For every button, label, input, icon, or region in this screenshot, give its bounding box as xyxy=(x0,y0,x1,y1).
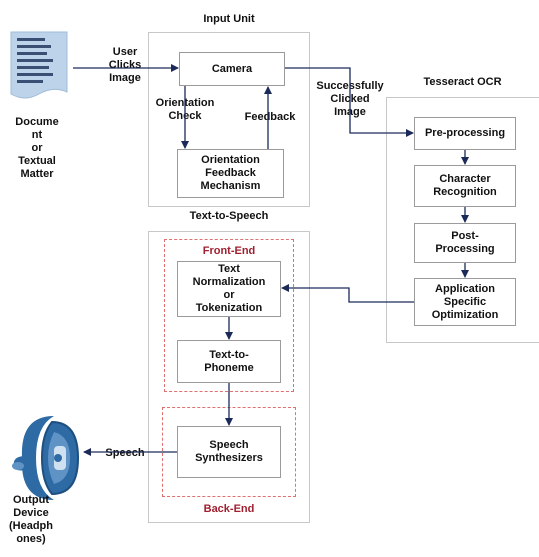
arrow-camera-to-ocr xyxy=(285,67,414,137)
speech-synthesizers-box: Speech Synthesizers xyxy=(177,426,281,478)
feedback-label: Feedback xyxy=(244,111,296,123)
camera-box: Camera xyxy=(179,52,285,86)
ocr-unit-title: Tesseract OCR xyxy=(423,76,502,88)
tts-unit-title: Text-to-Speech xyxy=(189,210,269,222)
speech-label: Speech xyxy=(105,447,145,459)
input-unit-title: Input Unit xyxy=(203,13,255,25)
application-optimization-box: Application Specific Optimization xyxy=(414,278,516,326)
headphones-icon xyxy=(6,412,82,504)
character-recognition-box: Character Recognition xyxy=(414,165,516,207)
output-device-label: Output Device (Headph ones) xyxy=(9,494,53,545)
post-processing-box: Post- Processing xyxy=(414,223,516,263)
arrow-ocr-to-tts xyxy=(281,284,414,303)
front-end-label: Front-End xyxy=(202,245,256,257)
orientation-feedback-box: Orientation Feedback Mechanism xyxy=(177,149,284,198)
text-to-phoneme-box: Text-to- Phoneme xyxy=(177,340,281,383)
text-normalization-box: Text Normalization or Tokenization xyxy=(177,261,281,317)
pre-processing-box: Pre-processing xyxy=(414,117,516,150)
document-icon xyxy=(7,28,71,104)
document-label: Docume nt or Textual Matter xyxy=(15,116,59,180)
back-end-label: Back-End xyxy=(203,503,255,515)
